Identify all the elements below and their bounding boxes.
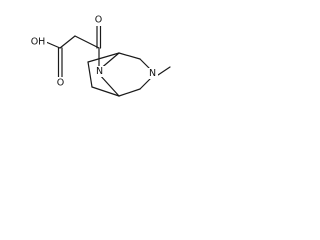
label-bg-hydroxyl <box>30 36 47 48</box>
bond-n3-methyl <box>157 66 171 76</box>
hydroxyl-label: OH <box>31 37 46 48</box>
structure-canvas: O OH O N N <box>0 0 192 130</box>
label-bg-carbonyl-oxygen <box>93 14 104 26</box>
bridge-nitrogen-label: N <box>96 66 103 77</box>
label-bg-ring-nitrogen <box>147 68 158 79</box>
ring-nitrogen-label: N <box>149 68 156 79</box>
bond-c2-n3 <box>139 58 151 70</box>
bond-c4-c5 <box>118 88 141 97</box>
carbonyl-oxygen-label: O <box>95 15 102 26</box>
bond-c7-c6 <box>87 61 93 88</box>
label-bg-acid-oxygen <box>55 77 66 89</box>
label-bg-bridge-nitrogen <box>94 66 105 77</box>
molecule-structure: O OH O N N <box>30 14 171 97</box>
bond-n8-c5 <box>98 73 120 97</box>
bond-c1-c7 <box>87 52 120 63</box>
bond-c6-c5 <box>91 86 120 97</box>
acid-oxygen-label: O <box>57 78 64 89</box>
bond-ch2-acid <box>59 35 76 49</box>
bond-carbonyl-ch2 <box>74 35 100 49</box>
bond-c1-c2 <box>118 52 141 60</box>
bond-n3-c4 <box>139 78 151 90</box>
bond-acid-oh <box>45 41 61 49</box>
